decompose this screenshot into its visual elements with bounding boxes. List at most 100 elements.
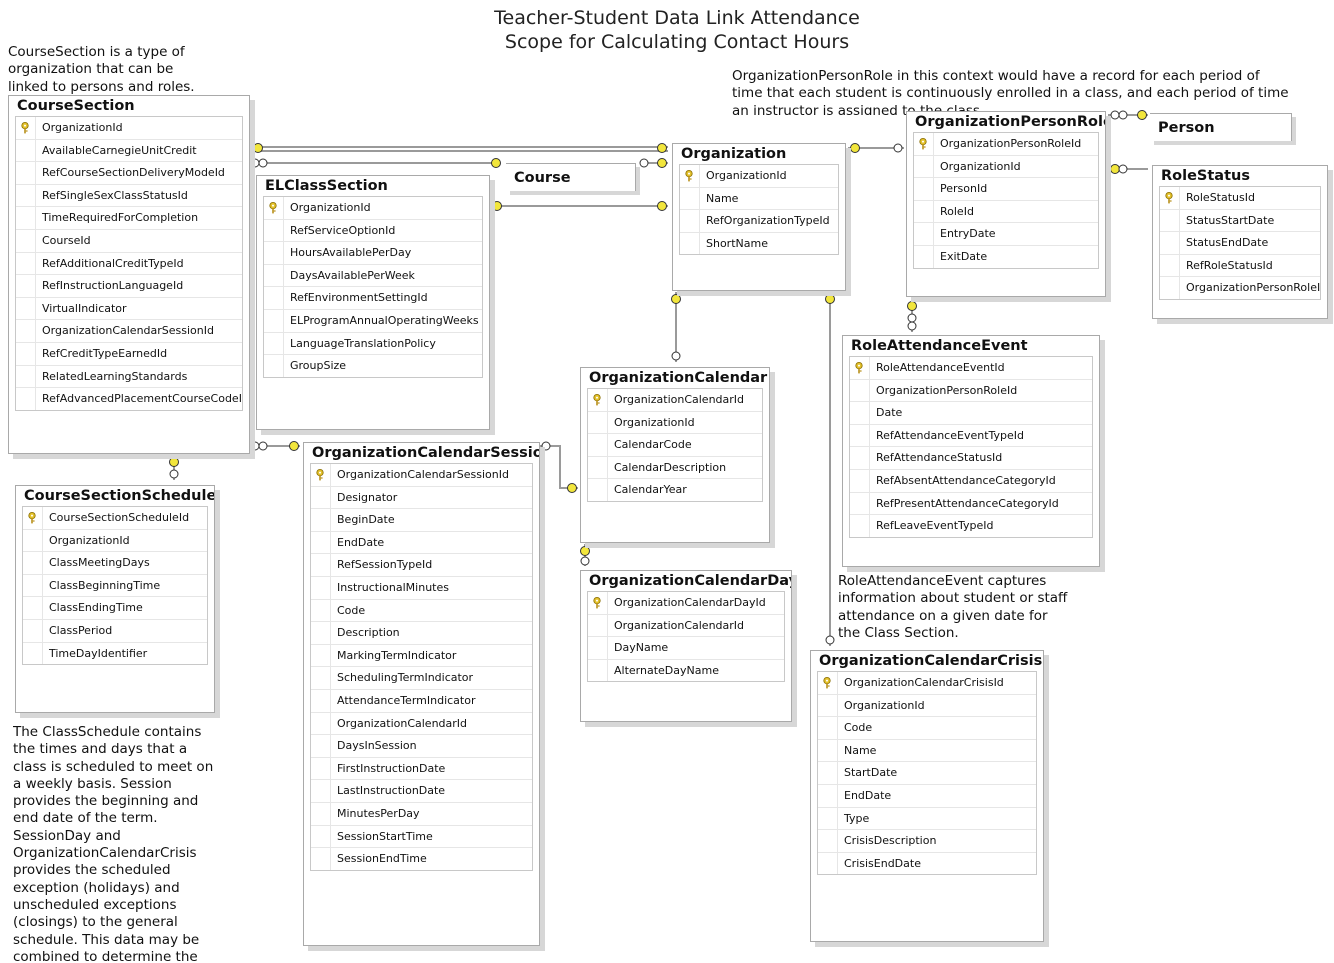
row-gutter	[311, 735, 331, 757]
column-name: BeginDate	[337, 513, 395, 527]
column-row: TimeRequiredForCompletion	[16, 207, 242, 230]
column-row: RoleId	[914, 200, 1098, 224]
column-row: Type	[818, 807, 1036, 831]
row-gutter	[818, 762, 838, 784]
row-gutter	[311, 554, 331, 576]
primary-key-icon	[21, 122, 29, 134]
row-gutter	[311, 689, 331, 712]
connector-key-icon	[1110, 164, 1120, 174]
row-gutter	[16, 139, 36, 162]
column-name: OrganizationId	[49, 533, 130, 547]
row-gutter	[23, 597, 43, 619]
column-name: EndDate	[337, 535, 385, 549]
row-gutter	[311, 509, 331, 531]
column-row: Name	[818, 739, 1036, 763]
column-name: Date	[876, 406, 903, 420]
primary-key-column: RoleAttendanceEventId	[850, 357, 1092, 380]
column-name: Name	[844, 743, 877, 757]
column-name: OrganizationCalendarSessionId	[337, 468, 509, 481]
table-title: CourseSectionSchedule	[24, 488, 214, 504]
column-row: OrganizationId	[914, 155, 1098, 179]
column-name: SessionEndTime	[337, 852, 427, 866]
row-gutter	[818, 717, 838, 739]
column-row: ELProgramAnnualOperatingWeeks	[264, 309, 482, 333]
row-gutter	[680, 187, 700, 210]
column-row: RefLeaveEventTypeId	[850, 515, 1092, 537]
column-row: ExitDate	[914, 245, 1098, 268]
row-gutter	[311, 802, 331, 825]
table-title: RoleAttendanceEvent	[851, 338, 1028, 354]
row-gutter	[914, 200, 934, 223]
column-name: RoleAttendanceEventId	[876, 361, 1005, 374]
connector-key-icon	[253, 143, 263, 153]
row-gutter	[818, 784, 838, 807]
note-course-section: CourseSection is a type of organization …	[8, 44, 195, 95]
column-name: RefLeaveEventTypeId	[876, 519, 994, 533]
row-gutter	[850, 424, 870, 447]
connector-key-icon	[580, 546, 590, 556]
column-row: SchedulingTermIndicator	[311, 667, 532, 690]
row-gutter	[264, 219, 284, 242]
connector-key-icon	[491, 158, 501, 168]
column-name: OrganizationId	[940, 159, 1021, 173]
column-row: FirstInstructionDate	[311, 757, 532, 781]
column-name: RefSessionTypeId	[337, 558, 433, 572]
primary-key-column: OrganizationId	[16, 117, 242, 140]
row-gutter	[311, 780, 331, 802]
column-name: RefOrganizationTypeId	[706, 214, 830, 228]
column-name: CalendarCode	[614, 438, 692, 452]
row-gutter	[16, 252, 36, 275]
column-row: RelatedLearningStandards	[16, 365, 242, 389]
column-name: StatusEndDate	[1186, 236, 1269, 250]
column-name: AvailableCarnegieUnitCredit	[42, 143, 197, 157]
link-calendar-session	[540, 445, 578, 489]
row-gutter	[311, 486, 331, 509]
column-name: LanguageTranslationPolicy	[290, 336, 436, 350]
row-gutter	[818, 672, 838, 694]
column-name: MinutesPerDay	[337, 806, 420, 820]
row-gutter	[588, 637, 608, 659]
column-name: OrganizationPersonRoleId	[1186, 281, 1320, 295]
column-row: EndDate	[818, 784, 1036, 808]
column-name: OrganizationCalendarId	[337, 716, 468, 730]
primary-key-column: OrganizationCalendarDayId	[588, 592, 784, 615]
connector-many-icon	[893, 143, 903, 153]
primary-key-icon	[855, 362, 863, 374]
row-gutter	[311, 576, 331, 599]
row-gutter	[16, 388, 36, 410]
connector-key-icon	[169, 457, 179, 467]
column-name: EndDate	[844, 788, 892, 802]
row-gutter	[311, 667, 331, 689]
primary-key-column: CourseSectionScheduleId	[23, 507, 207, 530]
primary-key-column: OrganizationCalendarCrisisId	[818, 672, 1036, 695]
column-name: GroupSize	[290, 359, 347, 373]
column-row: Designator	[311, 486, 532, 510]
row-gutter	[311, 622, 331, 644]
column-name: VirtualIndicator	[42, 301, 127, 315]
column-name: ELProgramAnnualOperatingWeeks	[290, 313, 479, 327]
primary-key-icon	[1165, 192, 1173, 204]
column-row: RefAbsentAttendanceCategoryId	[850, 469, 1092, 493]
column-row: SessionStartTime	[311, 825, 532, 849]
primary-key-icon	[823, 677, 831, 689]
column-name: OrganizationCalendarId	[614, 618, 745, 632]
column-name: Designator	[337, 490, 398, 504]
column-name: RefRoleStatusId	[1186, 258, 1273, 272]
row-gutter	[264, 242, 284, 264]
column-name: SessionStartTime	[337, 829, 433, 843]
primary-key-icon	[593, 597, 601, 609]
row-gutter	[16, 184, 36, 207]
connector-key-icon	[907, 301, 917, 311]
column-row: OrganizationCalendarId	[311, 712, 532, 736]
column-row: RefCreditTypeEarnedId	[16, 342, 242, 366]
column-row: InstructionalMinutes	[311, 576, 532, 600]
row-gutter	[264, 355, 284, 377]
column-row: RefAdvancedPlacementCourseCodeId	[16, 388, 242, 410]
primary-key-icon	[316, 469, 324, 481]
